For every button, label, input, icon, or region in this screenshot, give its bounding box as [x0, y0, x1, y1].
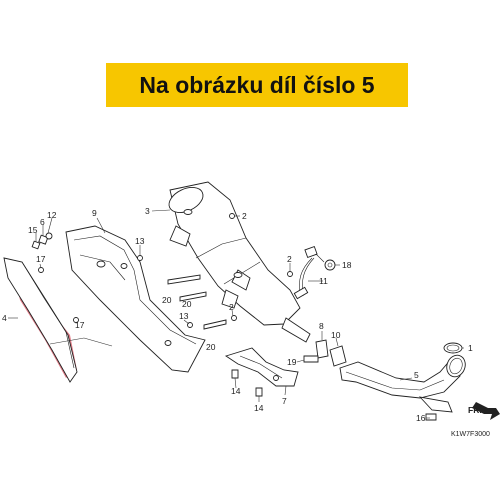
callout-6: 6	[40, 217, 45, 227]
callout-12: 12	[47, 210, 57, 220]
part-18-nut	[324, 259, 336, 271]
callout-5: 5	[414, 370, 419, 380]
callout-17b: 17	[75, 320, 85, 330]
part-3-muffler	[168, 181, 311, 343]
callout-13a: 13	[135, 236, 145, 246]
leader-lines	[8, 209, 464, 419]
direction-label: FR.	[468, 405, 482, 415]
callout-14a: 14	[231, 386, 241, 396]
callout-8: 8	[319, 321, 324, 331]
callout-15: 15	[28, 225, 38, 235]
callout-10: 10	[331, 330, 341, 340]
callout-4: 4	[2, 313, 7, 323]
callout-2a: 2	[242, 211, 247, 221]
callout-18: 18	[342, 260, 352, 270]
part-10-gasket	[329, 345, 347, 367]
callout-19: 19	[287, 357, 297, 367]
callout-13b: 13	[179, 311, 189, 321]
part-5-exhaust-pipe	[339, 354, 466, 413]
callout-3: 3	[145, 206, 150, 216]
part-8-joint	[315, 339, 329, 359]
diagram-code: K1W7F3000	[451, 431, 490, 438]
callout-labels: 1 2 2 2 3 4 5 6 7 8 9 10 11 12 13 13 14 …	[2, 206, 473, 423]
callout-16: 16	[416, 413, 426, 423]
fasteners	[31, 213, 437, 421]
callout-17a: 17	[36, 254, 46, 264]
callout-20b: 20	[182, 299, 192, 309]
callout-20a: 20	[162, 295, 172, 305]
part-4-cover	[3, 257, 78, 383]
banner-text: Na obrázku díl číslo 5	[139, 71, 375, 98]
callout-2c: 2	[229, 302, 234, 312]
front-direction-arrow-icon	[472, 402, 500, 420]
part-11-sensor	[293, 245, 325, 300]
part-9-heat-shield	[65, 225, 206, 373]
callout-1: 1	[468, 343, 473, 353]
callout-7: 7	[282, 396, 287, 406]
part-number-banner: Na obrázku díl číslo 5	[106, 63, 408, 107]
callout-14b: 14	[254, 403, 264, 413]
callout-2b: 2	[287, 254, 292, 264]
callout-11: 11	[319, 276, 328, 286]
part-1-gasket	[443, 342, 463, 354]
callout-20c: 20	[206, 342, 216, 352]
part-7-bracket	[224, 347, 299, 387]
callout-9: 9	[92, 208, 97, 218]
